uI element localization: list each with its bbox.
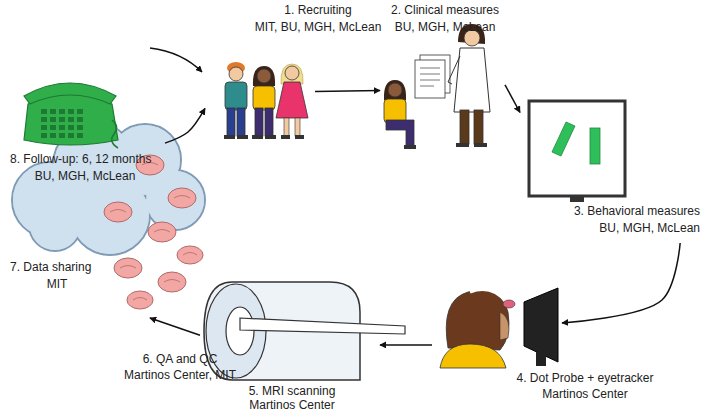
step-clinical: 2. Clinical measuresBU, MGH, McLean (380, 40, 505, 152)
step-title: 7. Data sharing (10, 260, 91, 274)
step-site: Martinos Center (542, 387, 627, 401)
entry-arrow (150, 48, 202, 72)
step-site: MIT, BU, MGH, McLean (255, 20, 382, 34)
step-title: 3. Behavioral measures (574, 204, 700, 218)
step-title: 6. QA and QC (143, 352, 218, 366)
step-site: BU, MGH, McLean (599, 221, 700, 235)
step-recruiting: 1. RecruitingMIT, BU, MGH, McLean (205, 58, 315, 142)
flow-arrow (562, 243, 680, 323)
data-cloud (12, 123, 205, 309)
step-site: BU, MGH, McLean (395, 20, 496, 34)
step-data-sharing: 7. Data sharingMIT (5, 115, 210, 318)
step-site: Martinos Center (249, 398, 334, 412)
clinician-and-patient (384, 24, 490, 149)
monitor-stimulus (529, 101, 625, 202)
step-title: 4. Dot Probe + eyetracker (516, 371, 653, 385)
step-site: BU, MGH, McLean (35, 169, 136, 183)
telephone (24, 83, 118, 148)
flow-arrow (380, 344, 432, 346)
step-title: 1. Recruiting (284, 3, 351, 17)
dot-probe-subject (440, 288, 558, 368)
step-title: 5. MRI scanning (249, 384, 336, 398)
mri-scanner (204, 282, 405, 380)
flow-arrow (505, 85, 520, 113)
flow-arrow (315, 90, 380, 91)
step-mri: 5. MRI scanningMartinos Center (200, 278, 380, 382)
step-site: MIT (47, 277, 68, 291)
flow-arrow (150, 318, 200, 335)
step-dot-probe: 4. Dot Probe + eyetrackerMartinos Center (432, 278, 562, 368)
step-title: 2. Clinical measures (391, 3, 499, 17)
step-follow-up: 8. Follow-up: 6, 12 monthsBU, MGH, McLea… (8, 78, 165, 183)
step-qa: 6. QA and QC Martinos Center, MIT (118, 350, 243, 384)
flow-arrow (165, 108, 205, 143)
step-site: Martinos Center, MIT (124, 368, 236, 382)
step-behavioral: 3. Behavioral measuresBU, MGH, McLean (520, 98, 702, 243)
step-title: 8. Follow-up: 6, 12 months (10, 152, 151, 166)
people-figures (224, 62, 308, 139)
